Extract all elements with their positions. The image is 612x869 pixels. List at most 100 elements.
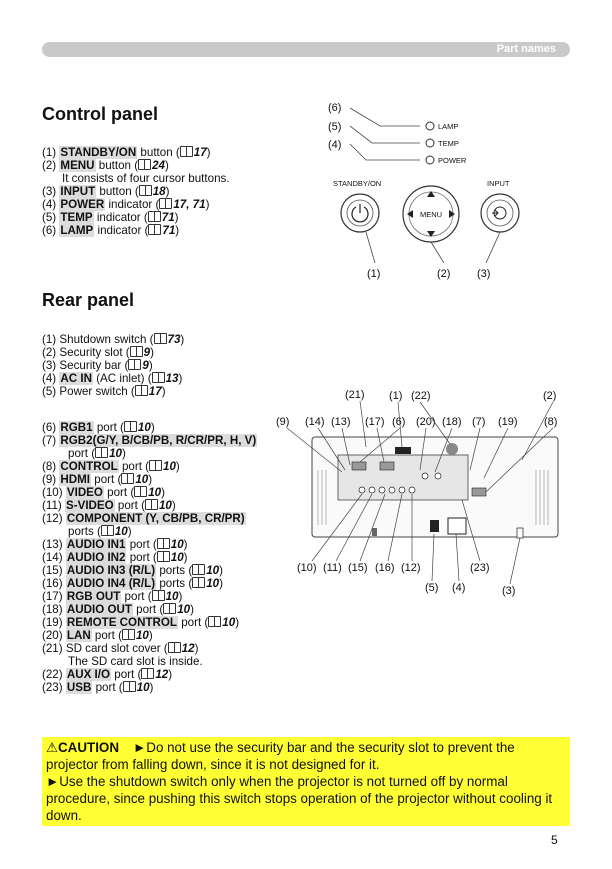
rear-callout-5: (5) [425, 582, 438, 594]
list-item: (3) Security bar (9) [42, 359, 184, 372]
item-name: VIDEO [65, 486, 104, 499]
callout-6: (6) [328, 102, 341, 114]
item-end: ) [148, 359, 153, 372]
aux-port-icon [446, 443, 458, 455]
item-number: (8) [42, 460, 57, 473]
item-number: (17) [42, 590, 63, 603]
page-ref: 17 [193, 146, 207, 159]
item-number: (19) [42, 616, 63, 629]
callout-1: (1) [367, 268, 380, 280]
page-ref: 24 [152, 159, 165, 172]
item-number: (2) [42, 159, 57, 172]
item-end: ) [219, 577, 223, 590]
list-item: (10) VIDEO port (10) [42, 486, 257, 499]
list-item: (22) AUX I/O port (12) [42, 668, 257, 681]
rear-panel-heading: Rear panel [42, 290, 135, 310]
page-ref: 10 [170, 551, 184, 564]
page-ref: 10 [158, 499, 172, 512]
item-prefix: Power switch ( [59, 385, 135, 398]
rear-callout-17: (17) [365, 416, 385, 428]
item-end: ) [148, 629, 153, 642]
list-item: (19) REMOTE CONTROL port (10) [42, 616, 257, 629]
item-name: AUDIO IN3 (R/L) [65, 564, 157, 577]
item-number: (18) [42, 603, 63, 616]
item-note: The SD card slot is inside. [68, 655, 203, 668]
item-number: (23) [42, 681, 63, 694]
item-name: REMOTE CONTROL [65, 616, 178, 629]
item-end: ) [171, 499, 176, 512]
item-end: ) [219, 564, 223, 577]
temp-label: TEMP [438, 139, 459, 148]
book-icon [147, 211, 161, 222]
item-end: ) [161, 385, 166, 398]
list-item: (6) LAMP indicator (71) [42, 224, 230, 237]
page-ref: 17, 71 [173, 198, 206, 211]
page-ref: 10 [148, 486, 162, 499]
item-number: (22) [42, 668, 63, 681]
item-suffix: port ( [103, 486, 135, 499]
list-item: (17) RGB OUT port (10) [42, 590, 257, 603]
list-item: (1) Shutdown switch (73) [42, 333, 184, 346]
page-ref: 73 [167, 333, 181, 346]
item-end: ) [165, 159, 169, 172]
page-ref: 10 [206, 577, 220, 590]
item-suffix: port ( [91, 629, 122, 642]
rear-callout-20: (20) [416, 416, 436, 428]
rear-callout-19: (19) [498, 416, 518, 428]
caution-title: CAUTION [58, 740, 120, 755]
section-title: Part names [496, 43, 556, 55]
power-indicator-icon [425, 155, 435, 165]
item-end: ) [183, 538, 188, 551]
item-suffix: port ( [126, 551, 157, 564]
list-item: (5) TEMP indicator (71) [42, 211, 230, 224]
page-ref: 12 [155, 668, 169, 681]
rear-callout-10: (10) [297, 562, 317, 574]
list-item: (3) INPUT button (18) [42, 185, 230, 198]
item-number: (4) [42, 372, 57, 385]
list-item: It consists of four cursor buttons. [42, 172, 230, 185]
item-suffix: port ( [92, 681, 123, 694]
list-item: (20) LAN port (10) [42, 629, 257, 642]
book-icon [129, 346, 143, 357]
item-number: (20) [42, 629, 63, 642]
item-suffix: ports ( [156, 564, 193, 577]
rear-callout-22: (22) [411, 390, 431, 402]
item-name: AUDIO IN1 [65, 538, 127, 551]
item-prefix: SD card slot cover ( [65, 642, 168, 655]
page-ref: 10 [170, 538, 184, 551]
rear-callout-1: (1) [389, 390, 402, 402]
input-arrow-icon [492, 209, 499, 217]
list-item: (18) AUDIO OUT port (10) [42, 603, 257, 616]
book-icon [148, 224, 162, 235]
book-icon [208, 616, 222, 627]
item-end: ) [183, 551, 188, 564]
book-icon [134, 385, 148, 396]
list-item: (11) S-VIDEO port (10) [42, 499, 257, 512]
item-end: ) [206, 146, 211, 159]
cursor-up-icon [427, 191, 435, 197]
book-icon [121, 629, 135, 640]
lamp-indicator-icon [425, 121, 435, 131]
page-ref: 10 [114, 525, 128, 538]
item-number: (14) [42, 551, 63, 564]
page-ref: 10 [165, 590, 179, 603]
item-number: (6) [42, 224, 57, 237]
list-item: (1) STANDBY/ON button (17) [42, 146, 230, 159]
item-end: ) [174, 211, 179, 224]
book-icon [138, 185, 152, 196]
list-item: The SD card slot is inside. [42, 655, 257, 668]
list-item: (5) Power switch (17) [42, 385, 184, 398]
item-prefix: Shutdown switch ( [59, 333, 154, 346]
input-button-icon [480, 193, 520, 233]
rear-callout-14: (14) [305, 416, 325, 428]
item-suffix: button ( [95, 159, 139, 172]
item-prefix: Security bar ( [59, 359, 129, 372]
item-suffix: button ( [137, 146, 180, 159]
page-ref: 10 [135, 473, 149, 486]
book-icon [144, 499, 158, 510]
list-item: (6) RGB1 port (10) [42, 421, 257, 434]
item-end: ) [149, 681, 154, 694]
cursor-right-icon [449, 210, 455, 218]
rgb1-port-icon [351, 461, 367, 471]
item-name: RGB2(G/Y, B/CB/PB, R/CR/PR, H, V) [59, 434, 258, 447]
